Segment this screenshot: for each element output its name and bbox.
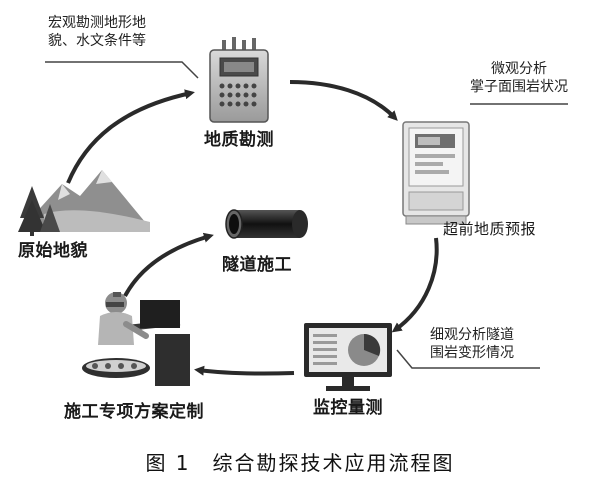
arrow-monitoring-to-plan — [194, 365, 295, 376]
mountain-landscape-icon — [18, 170, 150, 236]
figure-caption: 图 1 综合勘探技术应用流程图 — [145, 451, 455, 475]
node-label-geological-survey: 地质勘测 — [204, 130, 274, 150]
monitoring-note-leader — [396, 349, 540, 369]
node-label-construction-plan: 施工专项方案定制 — [64, 402, 204, 422]
arrow-survey-to-forecast — [289, 80, 398, 121]
monitoring-monitor-icon — [304, 323, 392, 391]
arrow-terrain-to-survey — [66, 89, 195, 184]
survey-note-leader — [45, 61, 199, 79]
survey-instrument-icon — [209, 37, 269, 123]
node-label-tunnel-construction: 隧道施工 — [222, 255, 292, 275]
forecast-note: 微观分析 掌子面围岩状况 — [470, 61, 568, 95]
node-label-advance-forecast: 超前地质预报 — [443, 220, 537, 238]
planner-at-desk-icon — [82, 292, 190, 386]
survey-note: 宏观勘测地形地 貌、水文条件等 — [48, 15, 146, 49]
forecast-device-icon — [402, 121, 470, 225]
arrow-forecast-to-monitoring — [391, 237, 439, 333]
node-label-original-terrain: 原始地貌 — [18, 241, 88, 261]
arrow-plan-to-tunnel — [123, 232, 214, 297]
tunnel-pipe-icon — [225, 209, 308, 239]
node-label-monitoring: 监控量测 — [313, 398, 383, 418]
monitoring-note: 细观分析隧道 围岩变形情况 — [430, 327, 514, 361]
